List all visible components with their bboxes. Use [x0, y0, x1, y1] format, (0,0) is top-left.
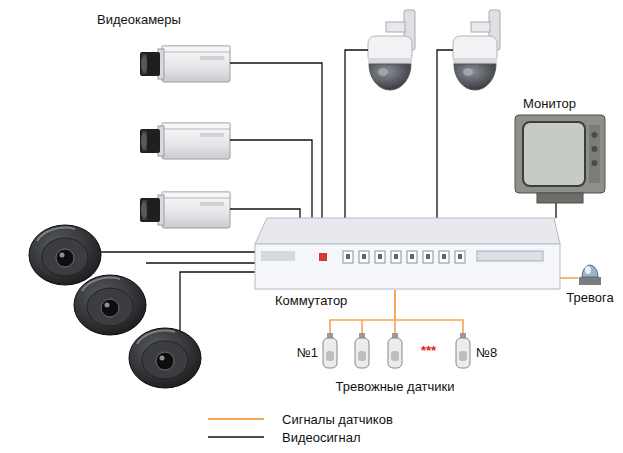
legend: Сигналы датчиковВидеосигнал [206, 410, 393, 446]
node-label: №8 [476, 345, 497, 360]
alarm-sensor-shape [322, 333, 338, 368]
alarm-sensor: №1 [322, 333, 338, 368]
node-label: Коммутатор [275, 293, 347, 308]
switch-box: Коммутатор [255, 218, 560, 290]
sensor-wire [362, 320, 395, 333]
node-label: №1 [297, 345, 318, 360]
ptz-dome-camera [368, 10, 500, 90]
switch-box-shape [255, 218, 560, 290]
alarm-sensor-shape [455, 333, 471, 368]
alarm-siren: Тревога [578, 257, 602, 285]
legend-line-sample [206, 432, 276, 442]
box-camera [140, 46, 230, 228]
dome-camera [29, 225, 201, 388]
video-cable [555, 203, 556, 218]
sensor-wire [560, 277, 578, 279]
group-label: Тревожные датчики [335, 379, 454, 394]
monitor-shape [515, 115, 605, 203]
node-label: Тревога [566, 290, 613, 305]
ellipsis-mark: *** [421, 343, 436, 358]
legend-line-sample [206, 414, 276, 424]
group-title: Видеокамеры [97, 12, 181, 27]
alarm-siren-shape [578, 257, 602, 285]
legend-text: Сигналы датчиков [282, 412, 393, 427]
legend-text: Видеосигнал [282, 430, 360, 445]
legend-entry: Сигналы датчиков [206, 410, 393, 428]
alarm-sensor [355, 333, 402, 368]
node-label: Монитор [523, 96, 576, 111]
alarm-sensor: №8 [455, 333, 471, 368]
sensor-wire [395, 290, 463, 333]
monitor: Монитор [515, 115, 605, 203]
legend-entry: Видеосигнал [206, 428, 393, 446]
